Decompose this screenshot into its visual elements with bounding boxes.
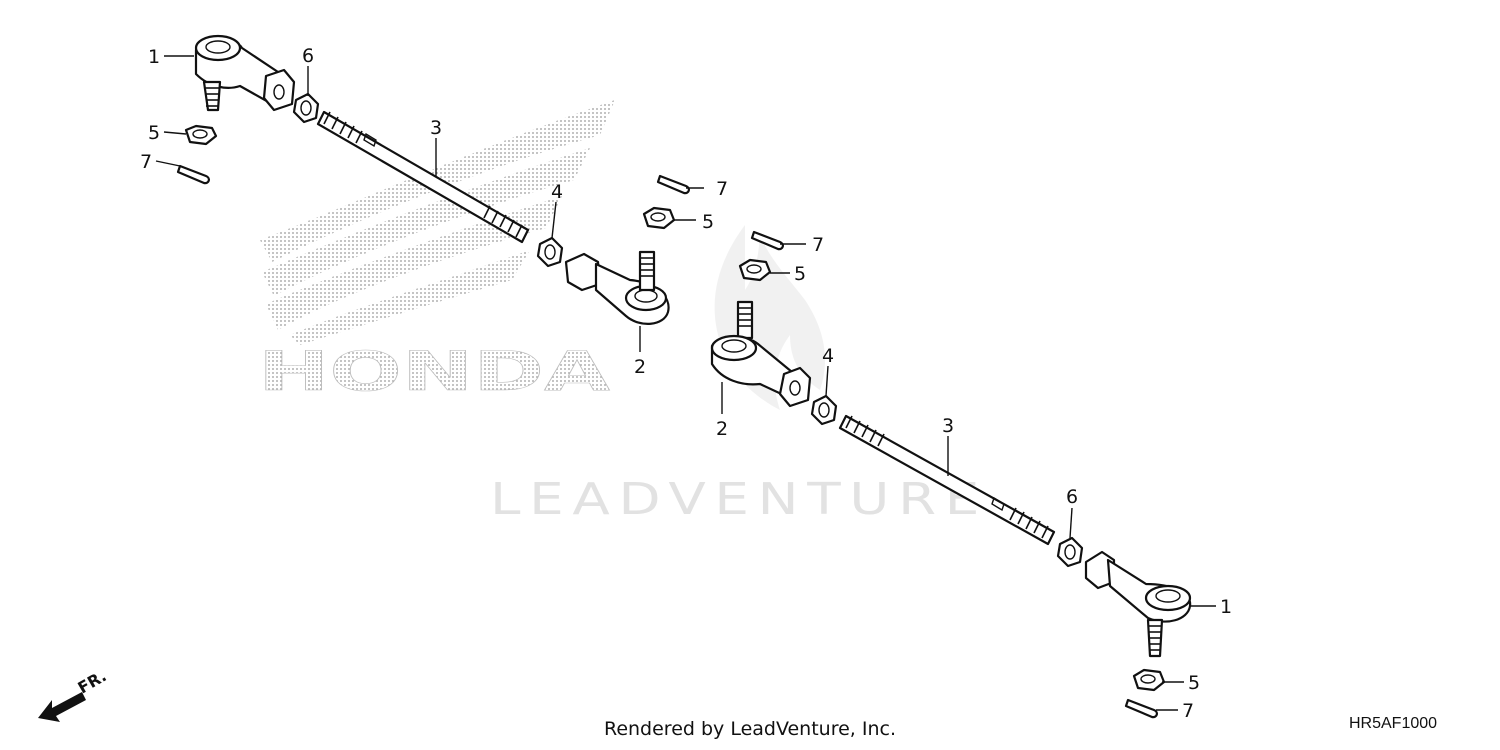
callout-7-center-top: 7 [716, 178, 728, 200]
castle-nut-left-top [184, 124, 218, 146]
callout-6-left: 6 [302, 45, 314, 67]
cotter-pin-left-top [176, 164, 210, 185]
callout-7-right-bottom: 7 [1182, 700, 1194, 722]
castle-nut-center-top [642, 206, 676, 230]
callout-4-left: 4 [551, 181, 563, 203]
callout-2-left: 2 [634, 356, 646, 378]
tie-rod-end-inner-right [710, 300, 812, 408]
honda-logo-watermark: HONDA [258, 340, 610, 403]
cotter-pin-right-bottom [1124, 698, 1158, 719]
callout-5-center-right: 5 [794, 263, 806, 285]
lock-nut-inner-left [536, 236, 564, 268]
callout-7-center-right: 7 [812, 234, 824, 256]
callout-5-right-bottom: 5 [1188, 672, 1200, 694]
castle-nut-center-right [738, 258, 772, 282]
callout-6-right: 6 [1066, 486, 1078, 508]
left-tie-rod-assembly [176, 34, 690, 325]
front-arrow-icon [38, 692, 86, 722]
callout-3-right: 3 [942, 415, 954, 437]
tie-rod-right [838, 414, 1056, 546]
callout-1-right: 1 [1220, 596, 1232, 618]
callout-labels: 1 6 5 7 3 4 7 5 2 7 5 2 4 3 6 1 5 7 [140, 45, 1232, 722]
callout-5-center-top: 5 [702, 211, 714, 233]
right-tie-rod-assembly [710, 230, 1192, 719]
callout-leaders [155, 55, 1216, 711]
callout-1-left: 1 [148, 46, 160, 68]
lock-nut-outer-right [1056, 536, 1084, 568]
callout-3-left: 3 [430, 117, 442, 139]
diagram-code: HR5AF1000 [1349, 715, 1438, 732]
leadventure-watermark: LEADVENTURE [490, 474, 988, 525]
cotter-pin-center-top [656, 174, 690, 195]
tie-rod-end-outer-left [194, 34, 296, 112]
front-label: FR. [75, 666, 110, 697]
front-direction-arrow: FR. [38, 666, 110, 722]
cotter-pin-center-right [750, 230, 784, 251]
callout-4-right: 4 [822, 345, 834, 367]
callout-7-left: 7 [140, 151, 152, 173]
footer-credit: Rendered by LeadVenture, Inc. [603, 718, 897, 740]
lock-nut-inner-right [810, 394, 838, 426]
tie-rod-end-outer-right [1084, 550, 1192, 658]
callout-2-right: 2 [716, 418, 728, 440]
castle-nut-right-bottom [1132, 668, 1166, 692]
tie-rod-left [316, 110, 530, 244]
lock-nut-outer-left [292, 92, 320, 124]
callout-5-left: 5 [148, 122, 160, 144]
tie-rod-end-inner-left [564, 250, 670, 325]
